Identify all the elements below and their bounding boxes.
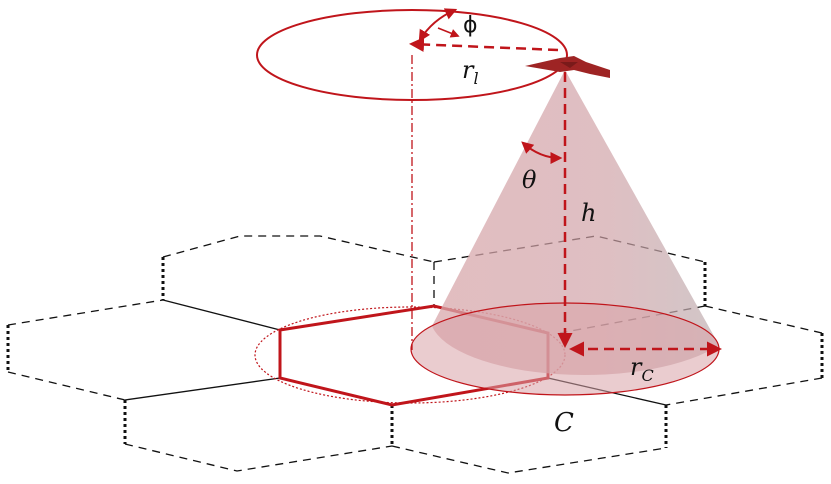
label-r-l: rl (462, 56, 479, 88)
label-theta: θ (522, 166, 537, 194)
coverage-cone (410, 70, 720, 396)
label-h: h (581, 199, 596, 227)
theta-angle (521, 141, 563, 164)
label-phi: ϕ (463, 13, 478, 38)
hex-grid (6, 235, 824, 474)
hex-cell-bottom-right (391, 405, 668, 474)
label-c: C (554, 408, 574, 438)
trajectory-circle (256, 9, 568, 101)
phi-angle (418, 8, 460, 43)
label-r-c: rC (630, 353, 654, 385)
drone-icon (525, 56, 610, 78)
radius-rl-arrow (409, 36, 559, 52)
hex-cell-top-left (161, 235, 435, 331)
cone-surface (432, 70, 719, 375)
hex-cell-bottom-left (123, 400, 394, 472)
hex-cell-left (6, 299, 281, 401)
